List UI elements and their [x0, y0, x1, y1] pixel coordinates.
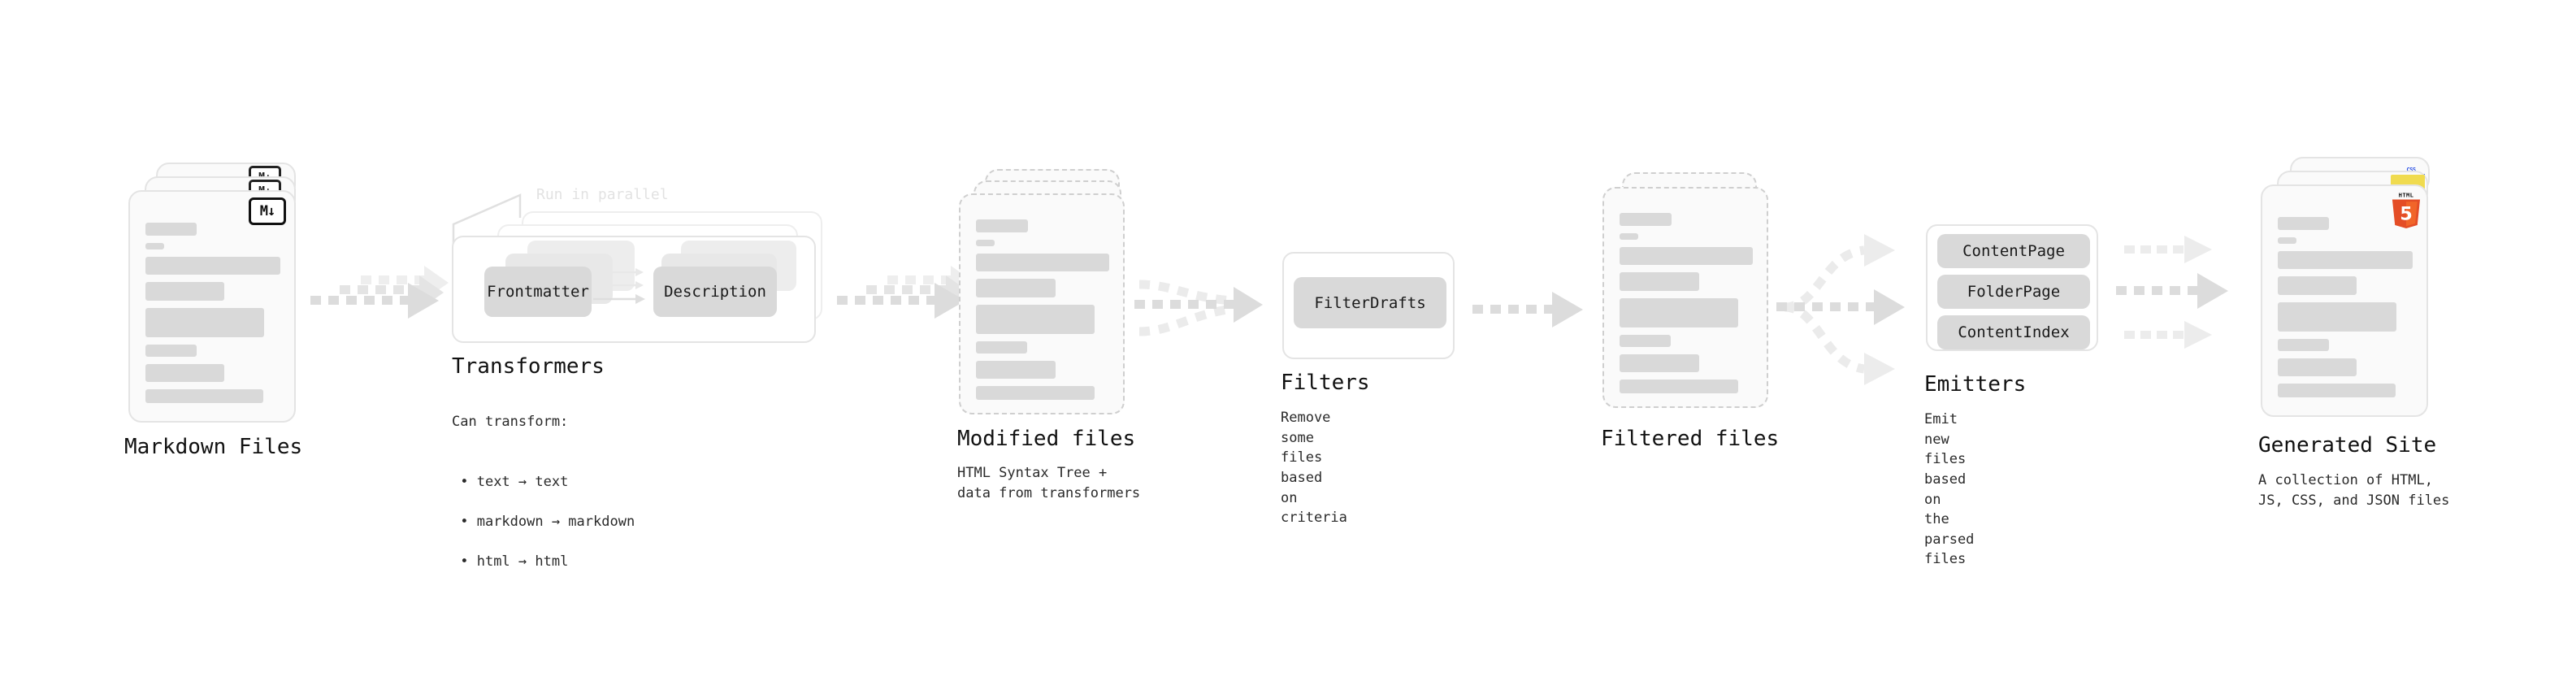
stage-title-filters: Filters [1281, 371, 1370, 395]
stage-generated-site: CSS HTML 5 Generated Site A collection o… [2258, 157, 2456, 509]
run-in-parallel-bracket [452, 193, 522, 247]
css3-badge-label: CSS [2406, 167, 2416, 173]
modified-skeleton-bars [976, 219, 1111, 407]
emitters-caption: Emit new files based on the parsed files [1924, 411, 1975, 568]
transformers-bullet-0: • text → text [452, 473, 569, 490]
generated-site-caption: A collection of HTML, JS, CSS, and JSON … [2258, 472, 2450, 509]
markdown-badge: M↓ [249, 197, 286, 225]
stage-modified-files: Modified files HTML Syntax Tree + data f… [957, 163, 1146, 501]
html5-badge: HTML 5 [2392, 191, 2421, 228]
connector-modified-to-filters [1134, 280, 1263, 336]
transformers-caption-lead: Can transform: [452, 413, 569, 430]
generated-site-skeleton-bars [2278, 217, 2413, 405]
filters-chip-filterdrafts[interactable]: FilterDrafts [1294, 277, 1446, 328]
modified-files-caption: HTML Syntax Tree + data from transformer… [957, 465, 1141, 501]
stage-title-generated-site: Generated Site [2258, 433, 2437, 458]
stage-title-markdown-files: Markdown Files [124, 435, 303, 459]
modified-doc-stack [959, 163, 1146, 423]
filters-caption: Remove some files based on criteria [1281, 410, 1347, 527]
markdown-skeleton-bars [145, 223, 280, 410]
connector-emitters-to-site [2116, 236, 2228, 349]
transformers-bullet-list: • text → text • markdown → markdown • ht… [452, 452, 635, 592]
emitters-chip-contentindex[interactable]: ContentIndex [1937, 315, 2090, 349]
transformers-chip-frontmatter[interactable]: Frontmatter [484, 267, 592, 317]
connector-markdown-to-transformers [310, 266, 449, 319]
emitters-chip-folderpage[interactable]: FolderPage [1937, 275, 2090, 309]
stage-title-transformers: Transformers [452, 354, 605, 379]
stage-title-filtered-files: Filtered files [1601, 427, 1780, 451]
generated-site-doc-stack: CSS HTML 5 [2261, 157, 2456, 425]
transformers-chip-description[interactable]: Description [653, 267, 777, 317]
transformers-caption: Can transform: • text → text • markdown … [452, 392, 635, 612]
markdown-doc-stack: M↓ M↓ M↓ [128, 163, 323, 423]
svg-text:HTML: HTML [2399, 191, 2414, 198]
transformers-bullet-1: • markdown → markdown [452, 513, 635, 530]
connector-filters-to-filtered [1472, 292, 1583, 327]
filtered-skeleton-bars [1620, 213, 1754, 401]
stage-title-emitters: Emitters [1924, 372, 2027, 397]
transformers-inner-arrows [593, 268, 645, 304]
connector-filtered-to-emitters [1776, 234, 1905, 385]
filtered-doc-stack [1602, 172, 1789, 424]
connector-transformers-to-modified [837, 266, 975, 319]
emitters-chip-contentpage[interactable]: ContentPage [1937, 234, 2090, 268]
run-in-parallel-label: Run in parallel [536, 186, 669, 203]
stage-markdown-files: M↓ M↓ M↓ Markdown Files [124, 163, 323, 459]
stage-filtered-files: Filtered files [1601, 172, 1789, 451]
stage-title-modified-files: Modified files [957, 427, 1136, 451]
svg-text:5: 5 [2400, 203, 2413, 224]
transformers-bullet-2: • html → html [452, 553, 569, 570]
